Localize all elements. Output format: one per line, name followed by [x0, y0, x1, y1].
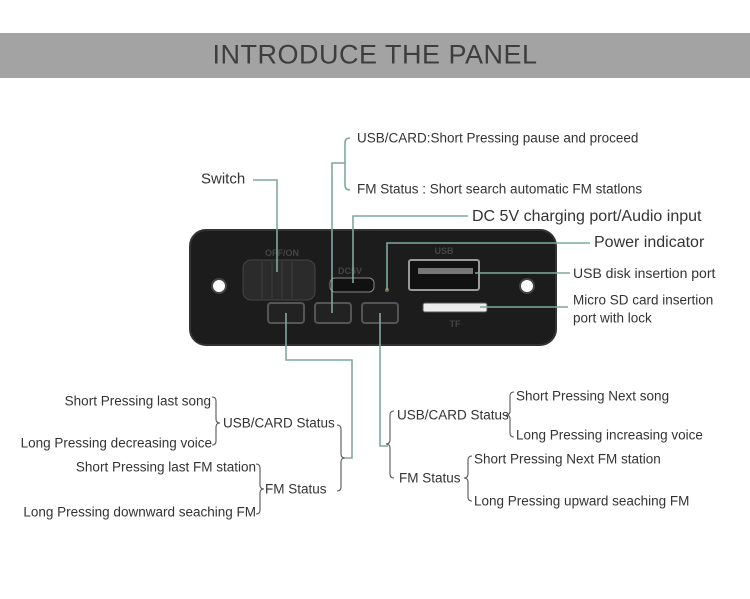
power-switch — [242, 259, 316, 301]
right-long-up-fm: Long Pressing upward seaching FM — [474, 493, 690, 509]
usb-port — [408, 259, 480, 291]
right-short-next-song: Short Pressing Next song — [516, 388, 670, 404]
page-title: INTRODUCE THE PANEL — [212, 39, 538, 70]
right-usb-card-status: USB/CARD Status — [397, 407, 509, 423]
mount-hole-left — [211, 278, 227, 294]
right-fm-status: FM Status — [399, 470, 461, 486]
left-long-decrease: Long Pressing decreasing voice — [20, 435, 212, 451]
usb-card-short-callout: USB/CARD:Short Pressing pause and procee… — [357, 130, 639, 146]
sd-callout-line2: port with lock — [573, 310, 652, 326]
left-fm-status: FM Status — [265, 481, 327, 497]
switch-callout: Switch — [201, 170, 246, 188]
power-indicator-callout: Power indicator — [594, 234, 705, 251]
sd-callout-line1: Micro SD card insertion — [573, 292, 714, 308]
left-short-last-song: Short Pressing last song — [64, 393, 211, 409]
left-long-down-fm: Long Pressing downward seaching FM — [23, 504, 256, 520]
right-short-next-fm: Short Pressing Next FM station — [474, 451, 661, 467]
svg-text:TF: TF — [450, 319, 461, 329]
svg-text:USB: USB — [434, 246, 454, 256]
right-long-increase: Long Pressing increasing voice — [516, 427, 703, 443]
dc-port-callout: DC 5V charging port/Audio input — [472, 208, 702, 225]
fm-status-short-callout: FM Status : Short search automatic FM st… — [357, 181, 643, 197]
play-button — [314, 302, 352, 324]
left-short-last-fm: Short Pressing last FM station — [75, 459, 256, 475]
tf-slot — [422, 302, 488, 313]
left-usb-card-status: USB/CARD Status — [223, 415, 335, 431]
usb-port-callout: USB disk insertion port — [573, 265, 716, 281]
title-band — [0, 33, 750, 78]
svg-text:DC5V: DC5V — [338, 266, 362, 276]
micro-usb-port — [329, 277, 375, 293]
mount-hole-right — [519, 278, 535, 294]
switch-label: OFF/ON — [265, 248, 299, 258]
